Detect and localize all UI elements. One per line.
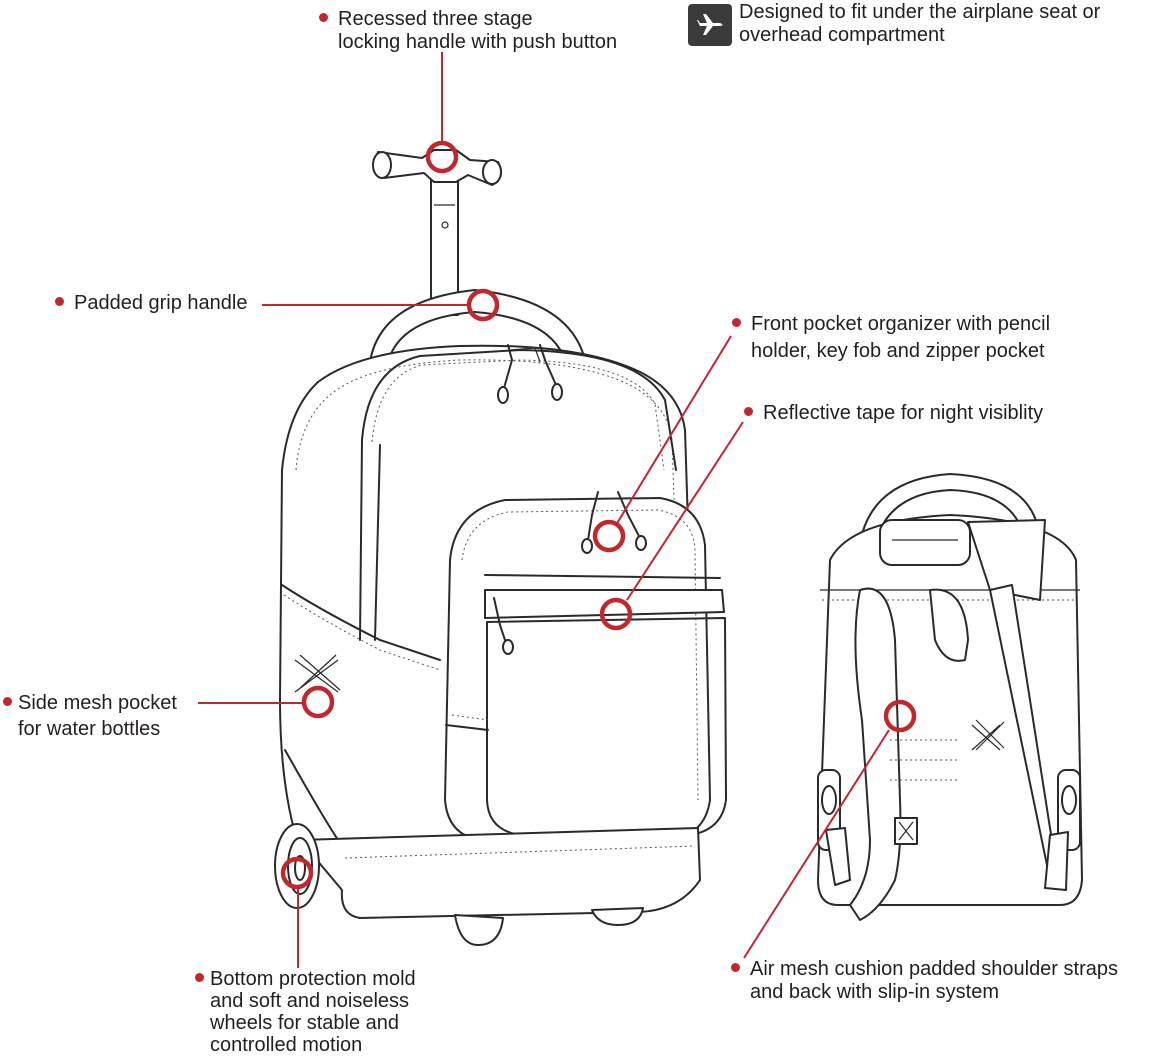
bullet-dot: [319, 13, 328, 22]
callout-airplane-line-2: overhead compartment: [739, 24, 945, 46]
bullet-dot: [744, 407, 753, 416]
callout-leaders: [198, 52, 890, 968]
callout-wheels: Bottom protection mold and soft and nois…: [195, 968, 416, 1056]
callout-handle-line-2: locking handle with push button: [338, 31, 618, 53]
callout-wheels-line-2: and soft and noiseless: [210, 990, 410, 1012]
front-view-backpack: [274, 149, 727, 946]
callout-reflective-line-1: Reflective tape for night visiblity: [763, 402, 1044, 424]
callout-organizer-line-1: Front pocket organizer with pencil: [751, 313, 1051, 335]
callout-mesh: Side mesh pocket for water bottles: [3, 692, 177, 741]
callout-wheels-line-4: controlled motion: [210, 1034, 363, 1056]
callout-mesh-line-1: Side mesh pocket: [18, 692, 177, 714]
bullet-dot: [732, 318, 741, 327]
callout-grip: Padded grip handle: [55, 292, 248, 315]
left-shoulder-strap: [849, 587, 902, 921]
callout-organizer-line-2: holder, key fob and zipper pocket: [751, 340, 1045, 362]
callout-rings: [280, 140, 917, 890]
callout-straps: Air mesh cushion padded shoulder straps …: [731, 958, 1118, 1004]
callout-wheels-line-1: Bottom protection mold: [210, 968, 416, 990]
bullet-dot: [3, 697, 12, 706]
ring-mesh: [301, 685, 335, 719]
main-zipper-pulls: [497, 344, 563, 404]
callout-reflective: Reflective tape for night visiblity: [744, 402, 1044, 425]
ring-organizer: [592, 519, 626, 553]
callout-straps-line-1: Air mesh cushion padded shoulder straps: [750, 958, 1118, 980]
bullet-dot: [195, 973, 204, 982]
side-mesh-pocket: [281, 584, 441, 851]
leader-straps: [743, 729, 890, 959]
callout-straps-line-2: and back with slip-in system: [750, 981, 999, 1003]
front-pocket: [444, 491, 727, 841]
airplane-icon: [697, 14, 723, 35]
bottom-mold: [299, 827, 701, 946]
ring-straps: [883, 699, 917, 733]
bullet-dot: [55, 297, 64, 306]
leader-reflective: [626, 421, 744, 601]
callout-organizer: Front pocket organizer with pencil holde…: [732, 313, 1051, 363]
ring-grip: [466, 288, 500, 322]
callout-wheels-line-3: wheels for stable and: [210, 1012, 400, 1034]
callout-grip-line-1: Padded grip handle: [74, 292, 248, 314]
telescoping-handle: [372, 149, 502, 316]
callout-airplane: Designed to fit under the airplane seat …: [739, 1, 1100, 47]
callout-handle: Recessed three stage locking handle with…: [319, 8, 618, 54]
callout-handle-line-1: Recessed three stage: [338, 8, 533, 30]
bullet-dot: [731, 963, 740, 972]
back-view-backpack: [817, 473, 1083, 921]
callout-airplane-line-1: Designed to fit under the airplane seat …: [739, 1, 1101, 23]
leader-organizer: [615, 335, 732, 526]
callout-mesh-line-2: for water bottles: [18, 718, 161, 740]
airplane-badge: [688, 4, 732, 46]
ring-handle: [425, 140, 459, 174]
ring-reflective: [599, 597, 633, 631]
ring-wheels: [280, 856, 314, 890]
